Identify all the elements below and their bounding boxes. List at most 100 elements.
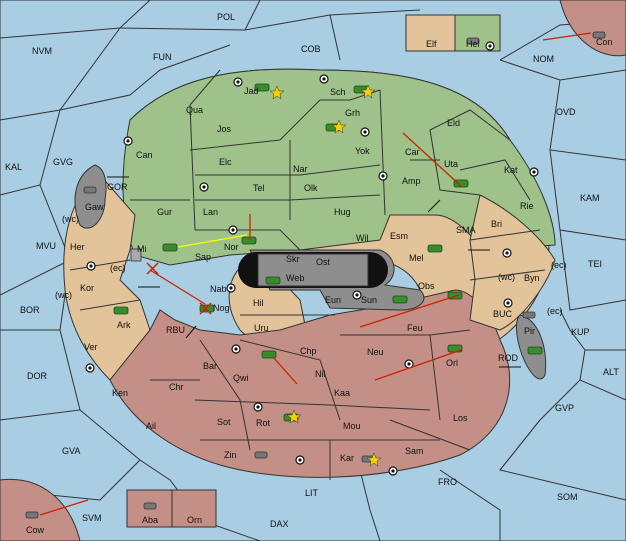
province-label: Nil <box>315 369 326 379</box>
province-label: Olk <box>304 183 318 193</box>
province-label: Feu <box>407 323 423 333</box>
adjacency-arrows <box>107 176 521 368</box>
province-label: Lan <box>203 207 218 217</box>
box-orn <box>171 489 217 528</box>
coast-tag: (wc) <box>55 290 72 300</box>
province-label: Con <box>596 37 613 47</box>
sea-label: POL <box>217 12 235 22</box>
province-label: Rot <box>256 418 271 428</box>
province-label: Kat <box>504 165 518 175</box>
province-label: Neu <box>367 347 384 357</box>
box-elf <box>405 14 456 52</box>
province-label: Chr <box>169 382 184 392</box>
sea-label: GOR <box>107 182 128 192</box>
province-label: Rie <box>520 201 534 211</box>
province-label: Amp <box>402 176 421 186</box>
province-label: Esm <box>390 231 408 241</box>
province-label: Gur <box>157 207 172 217</box>
sea-label: SMA <box>456 225 476 235</box>
province-label: Orl <box>446 358 458 368</box>
province-label: Her <box>70 242 85 252</box>
sea-label: DOR <box>27 371 48 381</box>
sea-label: ALT <box>603 367 619 377</box>
sea-label: SVM <box>82 513 102 523</box>
province-label: Jos <box>217 124 232 134</box>
coast-tag: (ec) <box>547 306 563 316</box>
province-label: Wil <box>356 233 369 243</box>
coast-tag: (wc) <box>498 272 515 282</box>
province-borders <box>69 69 546 480</box>
failed-marks <box>146 262 212 315</box>
coast-tag: (wc) <box>62 214 79 224</box>
province-label: Obs <box>418 281 435 291</box>
sea-label: GVG <box>53 157 73 167</box>
sea-label: BUC <box>493 309 513 319</box>
province-label: Skr <box>286 254 300 264</box>
coast-tag: (ec) <box>551 260 567 270</box>
province-label: Ken <box>112 388 128 398</box>
province-label: Yok <box>355 146 370 156</box>
province-label: Eld <box>447 118 460 128</box>
province-label: Gaw <box>85 202 104 212</box>
province-label: Kar <box>340 453 354 463</box>
sea-label: COB <box>301 44 321 54</box>
province-label: Hug <box>334 207 351 217</box>
province-label: Orn <box>187 515 202 525</box>
province-label: Nar <box>293 164 308 174</box>
box-aba <box>126 489 173 528</box>
province-label: Byn <box>524 273 540 283</box>
coast-tag: (ec) <box>110 263 126 273</box>
sea-label: LIT <box>305 488 319 498</box>
land-red-region <box>109 289 511 478</box>
sea-label: NVM <box>32 46 52 56</box>
province-label: Pir <box>524 326 535 336</box>
province-label: Kor <box>80 283 94 293</box>
army-units <box>113 83 543 422</box>
province-label: Hil <box>253 298 264 308</box>
sea-label: OVD <box>556 107 576 117</box>
province-label: Sam <box>405 446 424 456</box>
sea-label: ROD <box>498 353 519 363</box>
province-label: Nor <box>224 242 239 252</box>
province-label: Hel <box>466 39 480 49</box>
sea-label: FRO <box>438 477 457 487</box>
province-label: Jad <box>244 86 259 96</box>
province-label: Qua <box>186 105 203 115</box>
sea-labels: POL NVM FUN COB NOM OVD KAL GVG GOR KAM … <box>5 12 619 529</box>
province-label: Sap <box>195 252 211 262</box>
sea-label: MVU <box>36 241 56 251</box>
province-label: Ver <box>84 342 98 352</box>
province-label: Sun <box>361 295 377 305</box>
province-label: Los <box>453 413 468 423</box>
sea-label: KUP <box>571 327 590 337</box>
sea-label: KAM <box>580 193 600 203</box>
coast-tags: (wc) (ec) (wc) (wc) (ec) (ec) <box>55 214 567 316</box>
province-label: Cow <box>26 525 45 535</box>
province-labels: Jad Sch Qua Grh Jos Eld Can Car Yok Uta … <box>26 37 613 535</box>
sea-label: FUN <box>153 52 172 62</box>
province-label: Ark <box>117 320 131 330</box>
land-tan-east <box>469 194 556 331</box>
province-label: Nog <box>213 303 230 313</box>
province-label: Sot <box>217 417 231 427</box>
sea-label: GVA <box>62 446 80 456</box>
land-grey-west <box>74 164 107 229</box>
province-label: Elf <box>426 39 437 49</box>
province-label: Mou <box>343 421 361 431</box>
province-label: Kaa <box>334 388 350 398</box>
province-label: Bri <box>491 219 502 229</box>
province-label: Uta <box>444 159 458 169</box>
province-label: Elc <box>219 157 232 167</box>
province-label: Grh <box>345 108 360 118</box>
province-label: Mel <box>409 253 424 263</box>
province-label: Sch <box>330 87 346 97</box>
capital-stars <box>269 84 382 467</box>
fleet-units <box>25 31 606 519</box>
province-label: Mi <box>137 244 147 254</box>
province-label: Nab <box>210 284 227 294</box>
province-label: Web <box>286 273 304 283</box>
sea-label: BOR <box>20 305 40 315</box>
province-label: Zin <box>224 450 237 460</box>
support-line <box>177 234 248 248</box>
